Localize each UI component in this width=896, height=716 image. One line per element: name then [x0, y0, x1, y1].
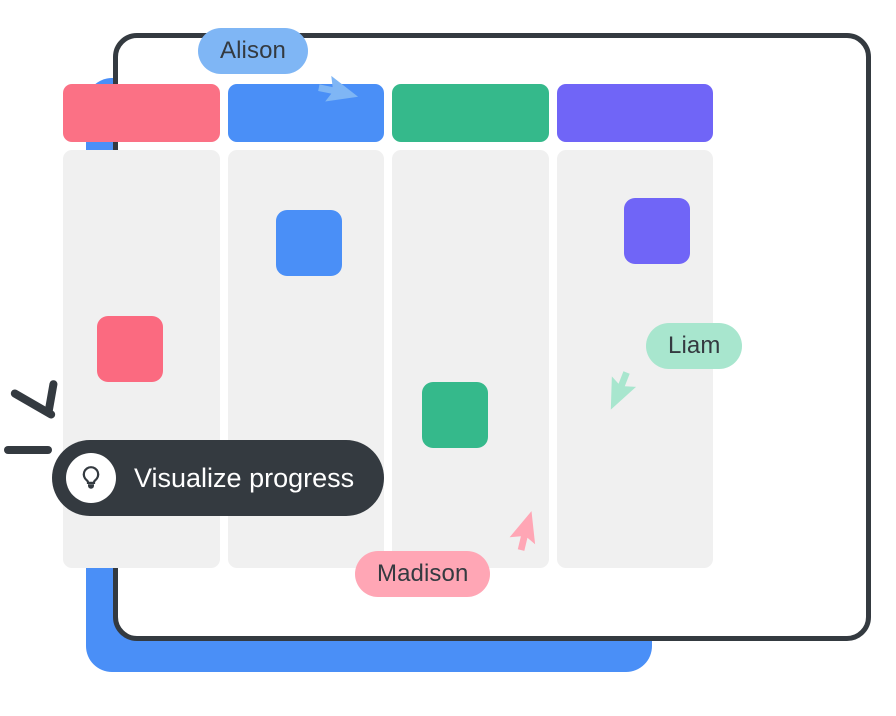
cursor-alison-icon — [314, 66, 362, 114]
task-card-purple[interactable] — [623, 198, 690, 264]
visualize-progress-banner[interactable]: Visualize progress — [52, 440, 385, 516]
banner-label: Visualize progress — [134, 462, 355, 493]
task-card-red[interactable] — [97, 316, 163, 382]
cursor-liam-icon — [597, 367, 645, 415]
collaborator-label-madison: Madison — [377, 560, 469, 587]
collaborator-label-liam: Liam — [668, 332, 721, 359]
column-header-4[interactable] — [556, 84, 713, 142]
lightbulb-icon — [66, 453, 116, 503]
collaborator-pill-madison[interactable]: Madison — [355, 551, 491, 597]
collaborator-label-alison: Alison — [220, 37, 286, 64]
column-body-3[interactable] — [392, 150, 549, 568]
task-card-green[interactable] — [422, 382, 488, 448]
column-header-1[interactable] — [63, 84, 220, 142]
column-header-3[interactable] — [392, 84, 549, 142]
column-header-2[interactable] — [227, 84, 384, 142]
collaborator-pill-alison[interactable]: Alison — [198, 28, 308, 74]
cursor-madison-icon — [500, 507, 548, 555]
sparkle-line-horizontal — [4, 446, 52, 454]
task-card-blue[interactable] — [275, 210, 342, 276]
kanban-column-3[interactable] — [392, 84, 549, 568]
collaborator-pill-liam[interactable]: Liam — [646, 323, 743, 369]
